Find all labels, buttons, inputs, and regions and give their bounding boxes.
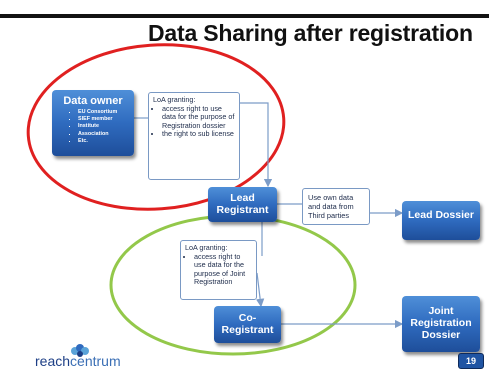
own-data-note-text: Use own data and data from Third parties <box>308 193 354 220</box>
data-owner-item: Association <box>78 131 134 138</box>
flower-icon <box>71 344 89 357</box>
joint-dossier-label: Joint Registration Dossier <box>410 305 472 341</box>
data-owner-item: Etc. <box>78 138 134 145</box>
slide-title: Data Sharing after registration <box>148 20 473 46</box>
data-owner-label: Data owner <box>63 95 123 107</box>
co-registrant-label: Co-Registrant <box>221 312 274 336</box>
page-number: 19 <box>458 353 484 369</box>
lead-dossier-label: Lead Dossier <box>408 209 474 221</box>
co-registrant-box: Co-Registrant <box>214 306 281 343</box>
lead-registrant-box: Lead Registrant <box>208 187 277 222</box>
logo-part1: reach <box>35 353 71 369</box>
logo: reachcentrum <box>35 353 121 369</box>
top-rule <box>0 14 489 18</box>
logo-part2: centrum <box>70 353 121 369</box>
lead-registrant-label: Lead Registrant <box>216 192 269 216</box>
data-owner-item: Institute <box>78 123 134 130</box>
connector-note-lead <box>240 102 273 188</box>
own-data-note: Use own data and data from Third parties <box>302 188 370 225</box>
data-owner-item: EU Consortium <box>78 109 134 116</box>
loa-note-bottom-heading: LoA granting: <box>185 243 228 252</box>
data-owner-box: Data owner EU Consortium SIEF member Ins… <box>52 90 134 156</box>
data-owner-list: EU Consortium SIEF member Institute Asso… <box>52 109 134 145</box>
red-ellipse <box>26 43 286 211</box>
data-owner-item: SIEF member <box>78 116 134 123</box>
loa-note-top-heading: LoA granting: <box>153 95 196 104</box>
loa-note-top-item: access right to use data for the purpose… <box>162 104 235 131</box>
lead-dossier-box: Lead Dossier <box>402 201 480 240</box>
loa-note-top-item: the right to sub license <box>162 130 235 139</box>
connector-note-co <box>255 272 265 308</box>
joint-dossier-box: Joint Registration Dossier <box>402 296 480 352</box>
loa-note-bottom-item: access right to use data for the purpose… <box>194 252 252 287</box>
loa-note-top: LoA granting: access right to use data f… <box>148 92 240 180</box>
loa-note-bottom: LoA granting: access right to use data f… <box>180 240 257 300</box>
